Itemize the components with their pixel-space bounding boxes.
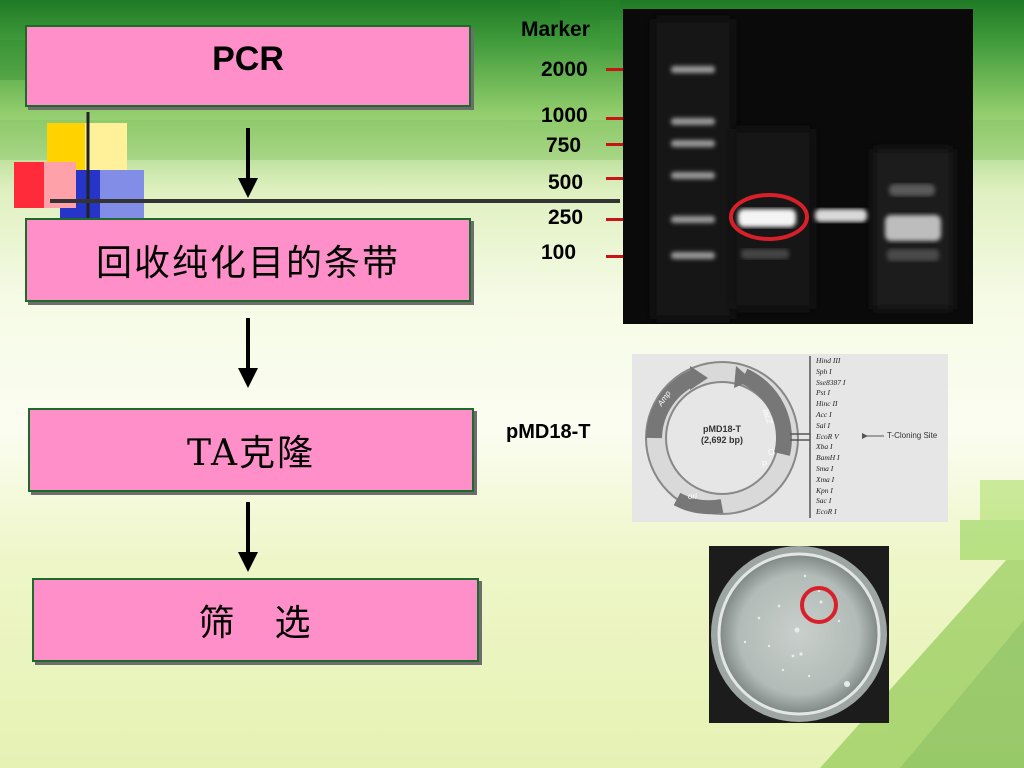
marker-size-label: 1000 (541, 104, 588, 127)
restriction-site: EcoR I (816, 507, 837, 517)
down-arrow-icon (238, 318, 258, 388)
plasmid-map-image: pMD18-T (2,692 bp) Amp lacZ ori P O Hind… (632, 354, 948, 522)
decorative-squares (14, 112, 620, 218)
gel-electrophoresis-image (623, 9, 973, 324)
step-ta-cloning-label: TA克隆 (186, 433, 316, 474)
restriction-site: Xba I (816, 442, 833, 452)
restriction-site: Sac I (816, 496, 832, 506)
step-purify-label: 回收纯化目的条带 (95, 243, 400, 284)
restriction-site: Sse8387 I (816, 377, 846, 387)
plasmid-name: pMD18-T (703, 424, 741, 434)
restriction-site: Sal I (816, 420, 830, 430)
gene-label-p: P (762, 460, 768, 469)
gene-label-o: O (768, 448, 775, 457)
restriction-site: Pst I (816, 388, 830, 398)
down-arrow-icon (238, 502, 258, 572)
step-purify-box: 回收纯化目的条带 (25, 218, 471, 302)
down-arrow-icon (238, 128, 258, 198)
marker-size-label: 2000 (541, 58, 588, 81)
marker-size-label: 250 (548, 206, 584, 229)
step-pcr-label: PCR (212, 39, 284, 78)
marker-title: Marker (521, 18, 590, 41)
restriction-site: EcoR V (816, 431, 839, 441)
plasmid-side-label: pMD18-T (506, 421, 591, 443)
step-ta-cloning-box: TA克隆 (28, 408, 474, 492)
marker-size-label: 500 (548, 171, 584, 194)
restriction-site: Kpn I (816, 485, 833, 495)
gene-label-ori: ori (688, 492, 697, 501)
step-pcr-box: PCR (25, 25, 471, 107)
plasmid-size: (2,692 bp) (700, 435, 743, 445)
restriction-site: Acc I (816, 409, 832, 419)
petri-dish-image (709, 546, 889, 723)
restriction-site: Xma I (816, 474, 835, 484)
step-screen-label: 筛 选 (198, 603, 313, 644)
restriction-site: Hind III (816, 356, 841, 365)
restriction-site: Sma I (816, 463, 834, 473)
step-screen-box: 筛 选 (32, 578, 479, 662)
marker-size-label: 100 (541, 241, 577, 264)
restriction-site: Sph I (816, 366, 832, 376)
cloning-site-label: T-Cloning Site (887, 431, 938, 440)
restriction-site: BamH I (816, 453, 840, 463)
marker-size-label: 750 (546, 134, 582, 157)
restriction-site: Hinc II (816, 399, 838, 409)
